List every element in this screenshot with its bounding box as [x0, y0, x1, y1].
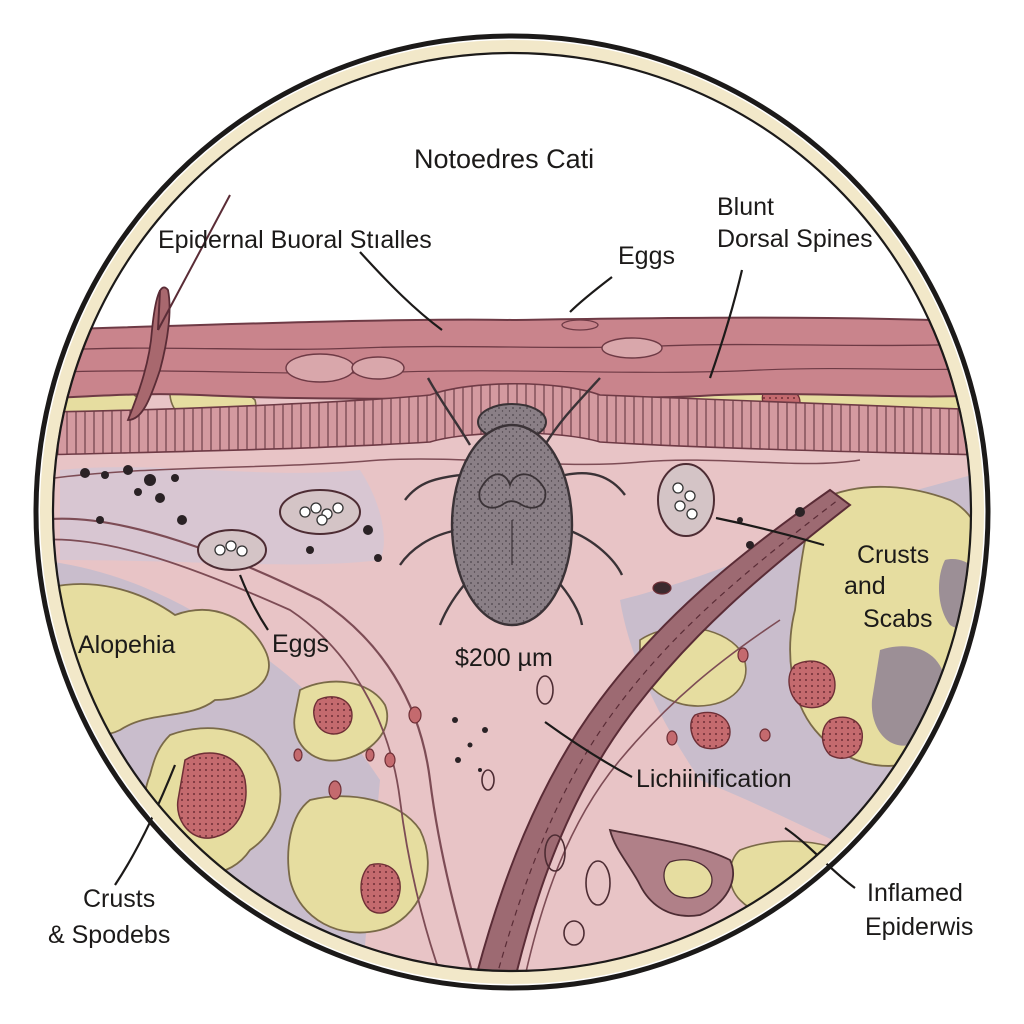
- label-scabs: Scabs: [863, 605, 932, 633]
- frame-inner-line: [51, 51, 973, 973]
- frame-outer-line: [33, 33, 991, 991]
- red-blood-cells: [293, 581, 771, 800]
- egg-cluster-icon: [657, 463, 715, 537]
- epidermis-cell: [601, 337, 663, 359]
- scab-right-2: [821, 716, 863, 759]
- inflamed-lesion-core: [663, 859, 713, 899]
- label-epiderwis: Epiderwis: [865, 913, 973, 941]
- label-inflamed: Inflamed: [867, 879, 963, 907]
- label-crusts-bottom: Crusts: [83, 885, 155, 913]
- egg-cluster-icon: [279, 489, 361, 535]
- leader-lines: [114, 251, 856, 889]
- vessel-inner-line: [489, 499, 839, 974]
- dermal-inclusions: [481, 675, 611, 946]
- epidermis-wavy-line-1: [59, 343, 974, 351]
- label-blunt: Blunt: [717, 193, 774, 221]
- label-eggs-top: Eggs: [618, 242, 675, 270]
- scab-right-1: [788, 660, 836, 709]
- epidermis-cell: [351, 356, 405, 380]
- skin-cross-section: [50, 194, 974, 974]
- scab-bottom-center: [360, 863, 401, 914]
- epidermis-cell: [285, 353, 355, 383]
- label-scale-bar: $200 µm: [455, 644, 553, 672]
- label-spodebs: & Spodebs: [48, 921, 170, 949]
- hair-shaft: [157, 194, 231, 331]
- dermal-fold: [519, 619, 781, 974]
- label-crusts: Crusts: [857, 541, 929, 569]
- epidermis-cell: [561, 319, 599, 331]
- mite-icon: [399, 377, 626, 627]
- egg-cluster-icon: [197, 529, 267, 571]
- cellular-debris: [80, 465, 805, 772]
- frame-ring: [40, 40, 984, 984]
- label-dorsal-spines: Dorsal Spines: [717, 225, 873, 253]
- diagram-title: Notoedres Cati: [414, 144, 594, 174]
- burrow-outline: [50, 517, 482, 974]
- scab-lower-left: [176, 752, 247, 839]
- epidermis-wavy-line-2: [59, 367, 974, 374]
- crust-patch-left: [50, 583, 270, 736]
- burrow-outline: [50, 538, 451, 974]
- crust-patch-bottom-center: [287, 795, 429, 934]
- label-eggs-left: Eggs: [272, 630, 329, 658]
- label-and: and: [844, 572, 886, 600]
- epidermis-layer: [50, 316, 974, 402]
- label-epidermal-burrow: Epidernal Buoral Stıalles: [158, 226, 432, 254]
- label-lichenification: Lichiinification: [636, 765, 792, 793]
- blood-vessel-icon: [468, 488, 852, 974]
- hair-shaft: [157, 289, 161, 331]
- scab-center-left: [313, 696, 353, 735]
- mite-dorsal-plate: [478, 473, 547, 509]
- scab-mid-right: [690, 711, 731, 750]
- label-alopecia: Alopehia: [78, 631, 175, 659]
